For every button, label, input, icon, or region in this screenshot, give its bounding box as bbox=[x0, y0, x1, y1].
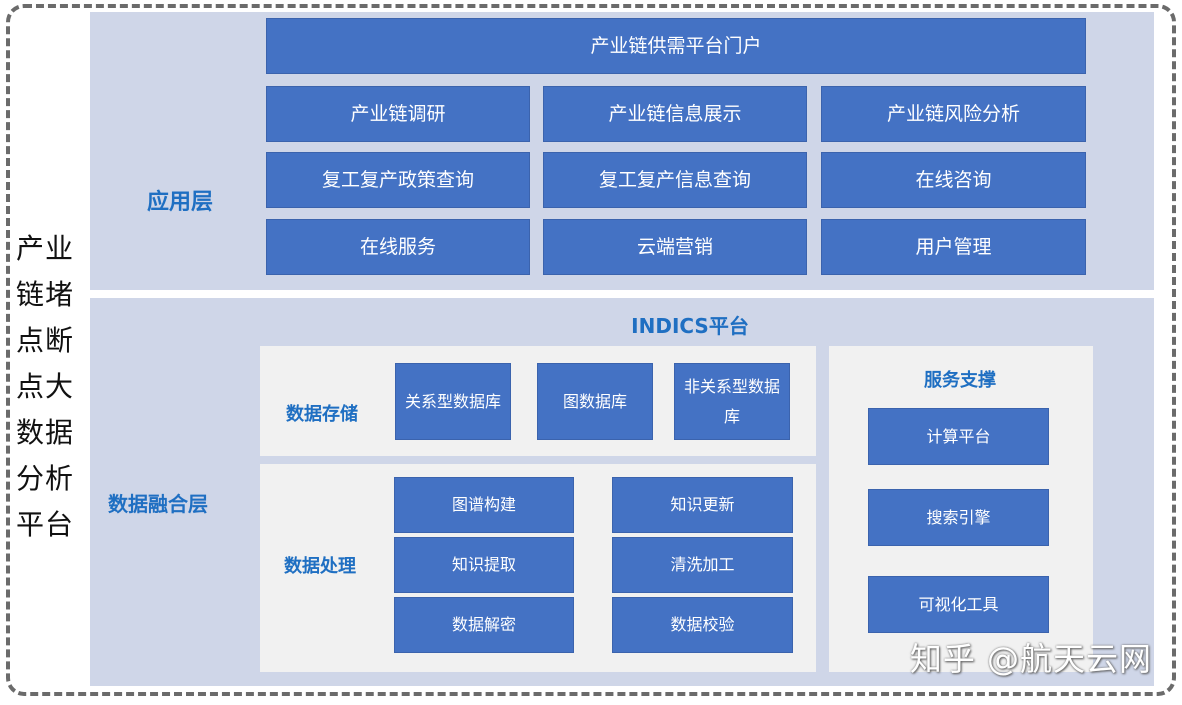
module-online-consult: 在线咨询 bbox=[821, 152, 1086, 208]
storage-graph-db: 图数据库 bbox=[537, 363, 653, 440]
module-info-query: 复工复产信息查询 bbox=[543, 152, 807, 208]
process-clean: 清洗加工 bbox=[612, 537, 793, 593]
service-compute-platform: 计算平台 bbox=[868, 408, 1049, 465]
application-layer-label: 应用层 bbox=[146, 190, 213, 215]
process-data-verify: 数据校验 bbox=[612, 597, 793, 653]
service-support-label: 服务支撑 bbox=[924, 370, 996, 391]
data-storage-label: 数据存储 bbox=[286, 404, 358, 425]
module-user-management: 用户管理 bbox=[821, 219, 1086, 275]
storage-nonrelational-db: 非关系型数据库 bbox=[674, 363, 790, 440]
data-processing-label: 数据处理 bbox=[284, 556, 356, 577]
platform-title: 产业链堵点断点大数据分析平台 bbox=[16, 232, 75, 541]
process-knowledge-update: 知识更新 bbox=[612, 477, 793, 533]
module-chain-info-display: 产业链信息展示 bbox=[543, 86, 807, 142]
data-fusion-layer-label: 数据融合层 bbox=[108, 491, 208, 516]
process-graph-build: 图谱构建 bbox=[394, 477, 574, 533]
module-policy-query: 复工复产政策查询 bbox=[266, 152, 530, 208]
watermark: 知乎 @航天云网 bbox=[909, 640, 1152, 678]
module-chain-research: 产业链调研 bbox=[266, 86, 530, 142]
service-search-engine: 搜索引擎 bbox=[868, 489, 1049, 546]
module-chain-risk-analysis: 产业链风险分析 bbox=[821, 86, 1086, 142]
portal-box: 产业链供需平台门户 bbox=[266, 18, 1086, 74]
indics-platform-title: INDICS平台 bbox=[631, 313, 749, 338]
service-visualization-tool: 可视化工具 bbox=[868, 576, 1049, 633]
storage-relational-db: 关系型数据库 bbox=[395, 363, 511, 440]
platform-frame bbox=[6, 4, 1176, 696]
process-knowledge-extract: 知识提取 bbox=[394, 537, 574, 593]
module-cloud-marketing: 云端营销 bbox=[543, 219, 807, 275]
module-online-service: 在线服务 bbox=[266, 219, 530, 275]
process-data-decrypt: 数据解密 bbox=[394, 597, 574, 653]
